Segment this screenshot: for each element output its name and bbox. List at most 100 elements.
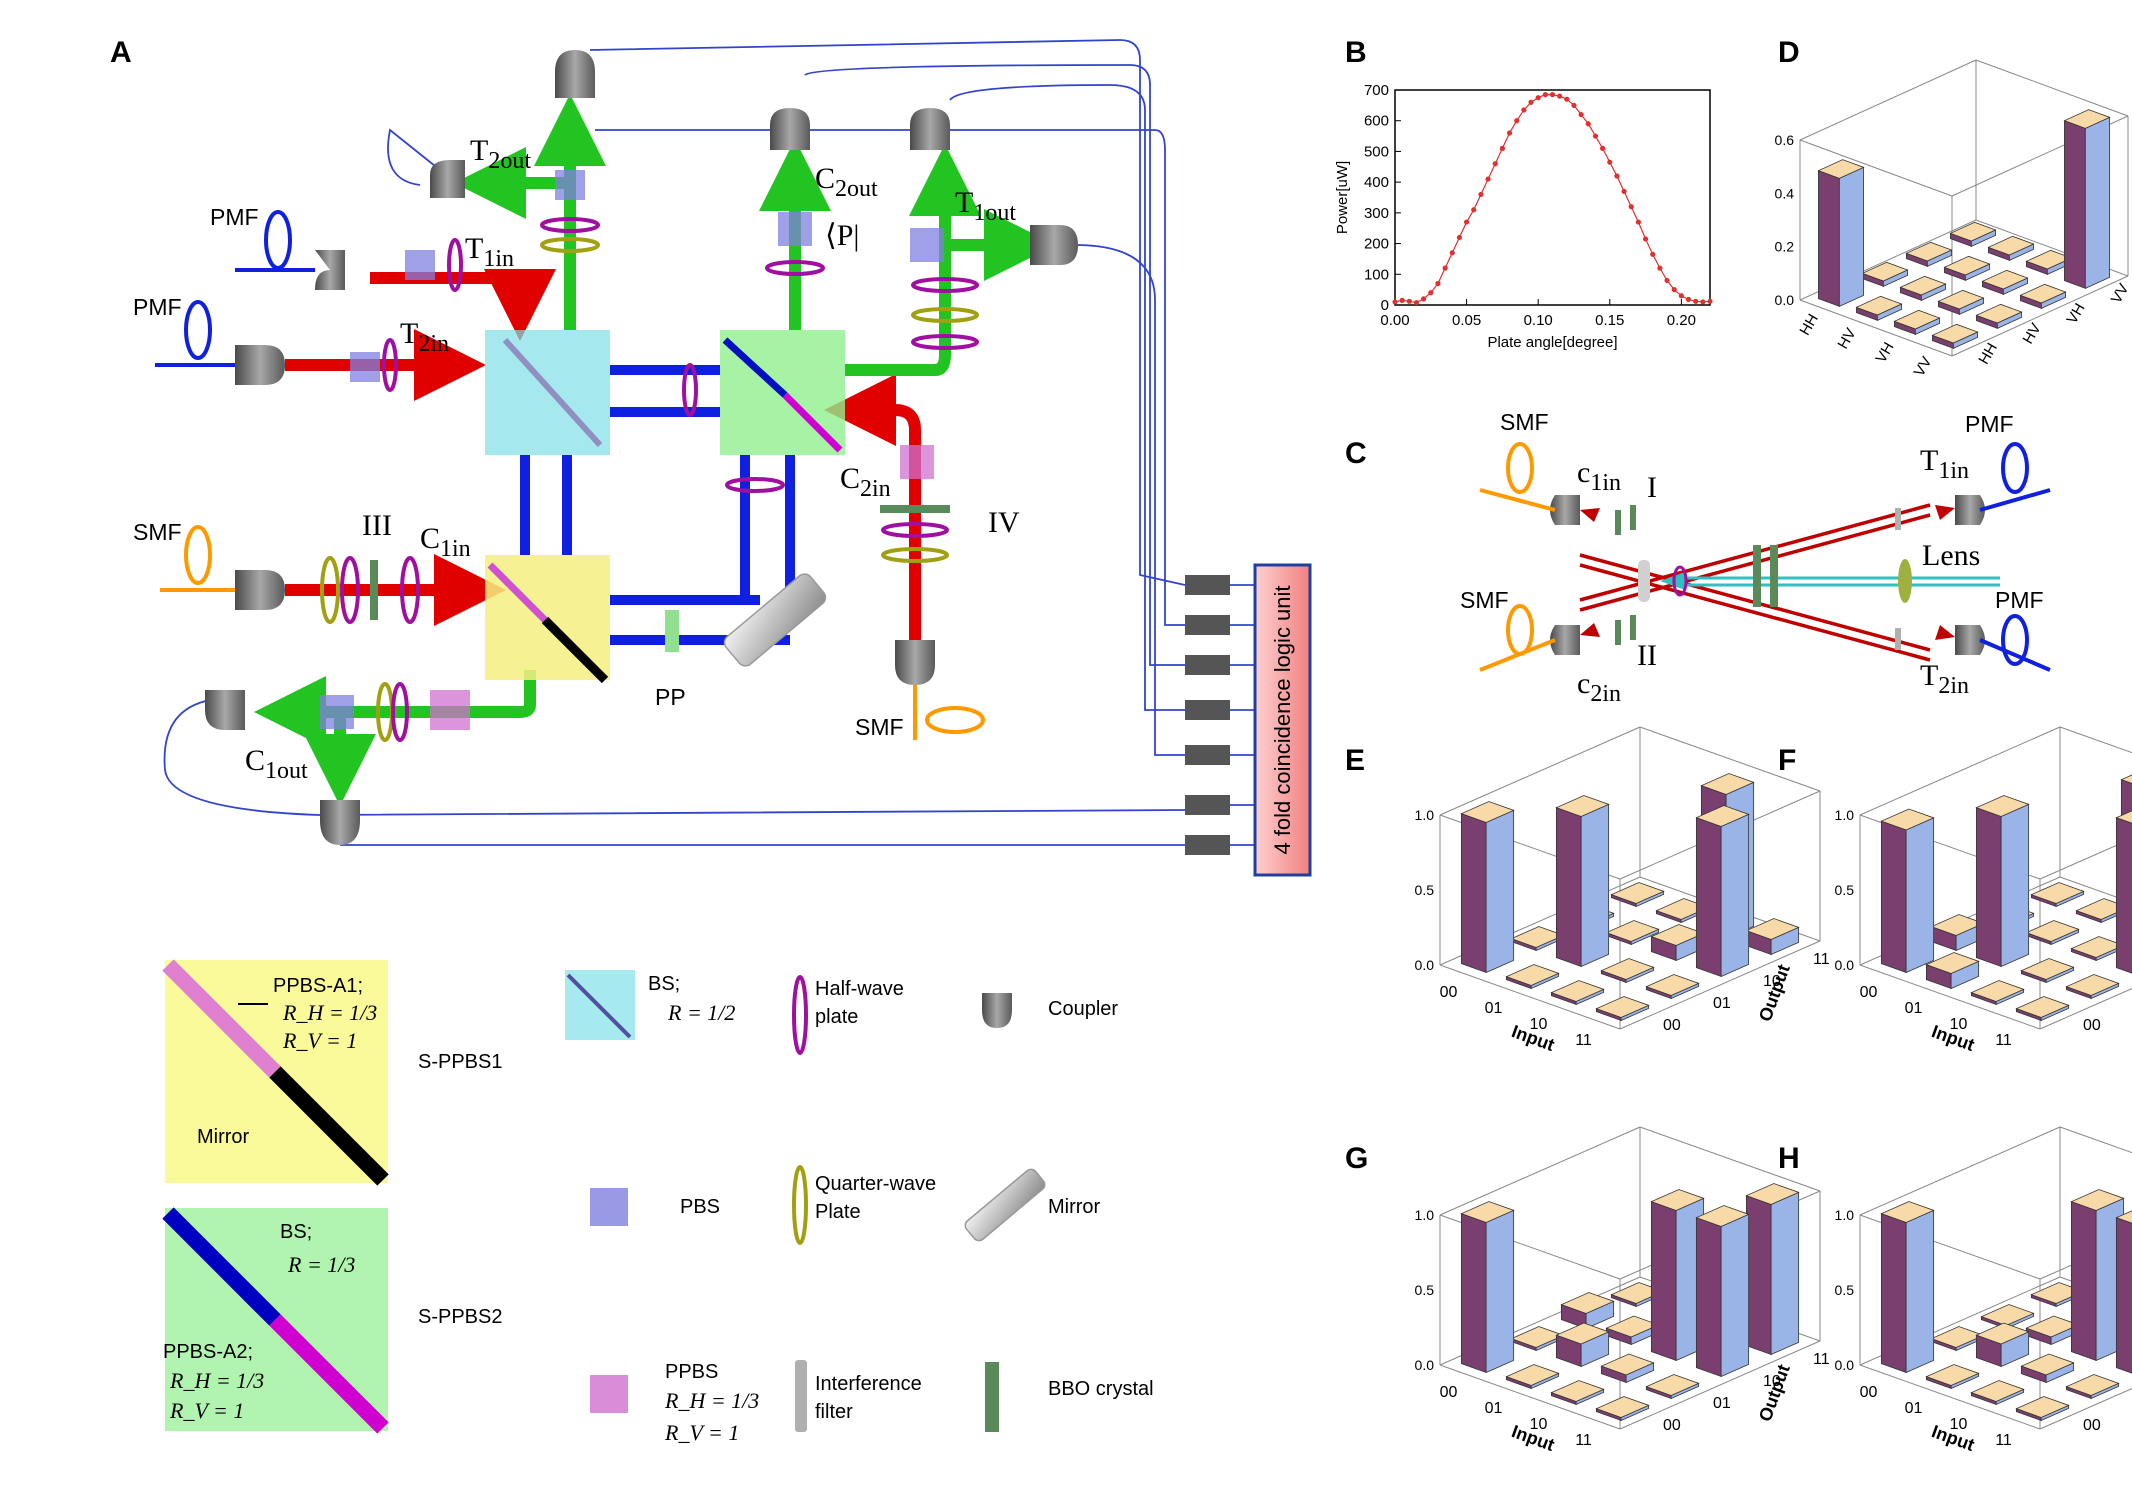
bar-top	[1893, 309, 1941, 330]
bar-top	[1975, 1322, 2030, 1345]
box-edge	[2039, 1387, 2132, 1430]
bbo-crystals	[370, 505, 950, 620]
z-tick-label: 1.0	[1415, 807, 1435, 823]
bar-side	[1880, 820, 1907, 974]
z-tick-label: 0.0	[1835, 957, 1855, 973]
box-edge	[1439, 964, 1621, 1030]
qwp-label-2: Plate	[815, 1201, 861, 1223]
box-edge	[2059, 876, 2132, 904]
box-edge	[1439, 1126, 1641, 1216]
data-point	[1664, 277, 1670, 284]
bar-top	[1970, 980, 2025, 1002]
x-tick-label: 01	[1485, 1400, 1503, 1417]
bar-side	[1838, 166, 1864, 307]
filter-label-2: filter	[815, 1401, 853, 1423]
bar-top	[2115, 810, 2132, 824]
bar-top	[1937, 289, 1985, 310]
bar-top	[1745, 918, 1800, 940]
bar-side	[1485, 809, 1515, 974]
pbs-legend-icon	[590, 1188, 628, 1226]
pbs-cubes	[320, 170, 944, 729]
data-point	[1578, 111, 1584, 118]
y-tick-label: HH	[1975, 340, 2001, 367]
mirror-icon	[723, 573, 827, 667]
y-axis-title: Output	[1755, 1362, 1794, 1424]
data-point	[1428, 290, 1434, 296]
box-edge	[1799, 59, 1977, 141]
bar-top	[1605, 920, 1660, 942]
x-tick-label: VH	[1873, 339, 1898, 366]
source-roman-i-label: I	[1647, 471, 1657, 504]
bar-top	[1949, 221, 1997, 242]
y-tick-label: 11	[1813, 1351, 1830, 1368]
chart-b-frame	[1394, 89, 1711, 306]
sppbs2-bs: BS;	[280, 1221, 312, 1243]
wave-plates	[320, 217, 979, 742]
box-edge	[1799, 299, 1953, 357]
data-point	[1657, 265, 1663, 271]
bar-side	[2115, 817, 2132, 974]
box-edge	[1619, 940, 1821, 1030]
coupler-legend-label: Coupler	[1048, 998, 1118, 1020]
bar-top	[1855, 295, 1903, 316]
z-tick-label: 0.0	[1415, 957, 1435, 973]
projector-label: ⟨P|	[825, 219, 859, 252]
data-point	[1542, 92, 1548, 98]
z-tick-label: 1.0	[1415, 1207, 1435, 1223]
data-point	[1399, 297, 1405, 303]
ppbs-legend-rv: R_V = 1	[664, 1420, 739, 1445]
box-edge	[1859, 1364, 2041, 1430]
x-tick-label: 0.15	[1595, 312, 1624, 329]
box-edge	[2059, 726, 2132, 754]
filter-label-1: Interference	[815, 1373, 922, 1395]
bar-top	[1555, 1322, 1610, 1345]
bar-top	[2120, 774, 2132, 784]
y-tick-label: 01	[1713, 1395, 1731, 1412]
bar-top	[1560, 1292, 1615, 1314]
ppbs-legend-rh: R_H = 1/3	[664, 1388, 759, 1413]
data-point	[1678, 293, 1684, 299]
bar-side	[1555, 807, 1582, 968]
beam-splitter-sppbs2	[720, 330, 845, 455]
y-axis-label: Power[uW]	[1334, 161, 1351, 234]
data-point	[1449, 250, 1455, 256]
box-edge	[1859, 726, 2061, 816]
bar-side	[1880, 1213, 1907, 1374]
x-axis-label: Plate angle[degree]	[1487, 334, 1617, 351]
sppbs2-name: S-PPBS2	[418, 1306, 502, 1328]
bar-side	[1650, 1201, 1677, 1362]
bar-top	[2025, 920, 2080, 942]
data-point	[1535, 95, 1541, 101]
bar-top	[1460, 801, 1515, 823]
x-tick-label: 10	[1530, 1416, 1548, 1433]
data-point	[1485, 176, 1491, 182]
bar-top	[2065, 1374, 2120, 1396]
ppbs-legend-icon	[590, 1375, 628, 1413]
data-point	[1621, 188, 1627, 194]
bar-top	[1987, 235, 2035, 256]
couplers	[205, 50, 1078, 845]
ppbs-cubes	[430, 445, 934, 730]
box-edge	[1439, 1364, 1621, 1430]
half-wave-icon	[792, 975, 808, 1055]
data-point	[1650, 251, 1656, 257]
fiber-pmf-label-2: PMF	[133, 294, 182, 320]
x-tick-label: HH	[1796, 311, 1822, 338]
source-diagram: SMF SMF PMF PMF c1in c2in T1in T2in I II…	[1460, 409, 2051, 707]
y-tick-label: 200	[1364, 236, 1389, 253]
bar-top	[1650, 1189, 1705, 1211]
quarter-wave-icon	[792, 1165, 808, 1245]
bar-top	[1505, 1364, 1560, 1386]
bar-top	[2019, 283, 2067, 304]
x-tick-label: 0.10	[1524, 312, 1553, 329]
data-point	[1585, 121, 1591, 127]
box-edge	[1639, 726, 1821, 792]
data-point	[1557, 93, 1563, 99]
source-c1in-label: c1in	[1577, 456, 1621, 496]
panel-label-b: B	[1345, 36, 1367, 69]
